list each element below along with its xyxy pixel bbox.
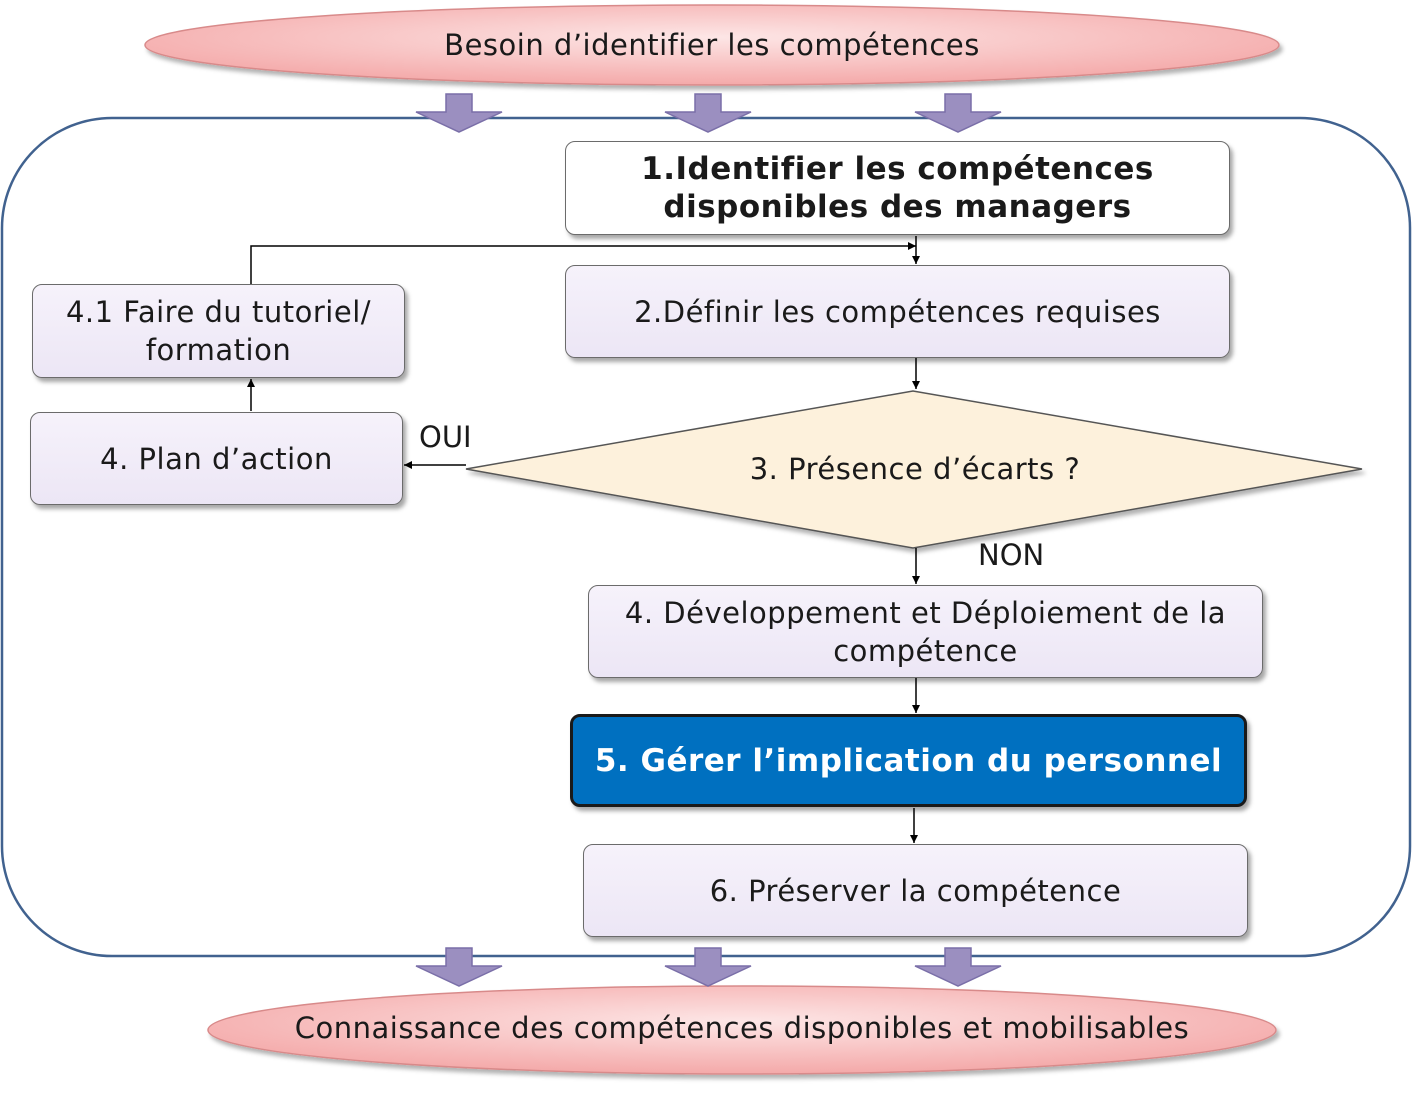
block-arrow-bottom-right [914, 947, 1002, 987]
step3-decision-label: 3. Présence d’écarts ? [749, 452, 1081, 486]
step41-label: 4.1 Faire du tutoriel/ formation [65, 295, 372, 367]
output-ellipse-label: Connaissance des compétences disponibles… [294, 1011, 1190, 1045]
step2-define-box[interactable]: 2.Définir les compétences requises [565, 265, 1230, 358]
block-arrow-top-middle [664, 93, 752, 133]
step4-plan-label: 4. Plan d’action [100, 441, 333, 476]
block-arrow-top-right [914, 93, 1002, 133]
step4-development-label: 4. Développement et Déploiement de la co… [624, 595, 1227, 668]
decision-diamond [465, 390, 1363, 549]
step1-label: 1.Identifier les compétences disponibles… [641, 151, 1154, 225]
input-ellipse-label: Besoin d’identifier les compétences [444, 28, 980, 62]
output-ellipse [207, 985, 1277, 1075]
step41-training-box[interactable]: 4.1 Faire du tutoriel/ formation [32, 284, 405, 378]
connector-lines [247, 236, 920, 843]
process-container [0, 116, 1412, 958]
step1-identify-box[interactable]: 1.Identifier les compétences disponibles… [565, 141, 1230, 235]
branch-yes-label: OUI [419, 420, 472, 454]
block-arrow-top-left [415, 93, 503, 133]
block-arrow-bottom-left [415, 947, 503, 987]
step4-plan-box[interactable]: 4. Plan d’action [30, 412, 403, 505]
connector-step41-step2 [250, 242, 916, 284]
bottom-block-arrows [415, 947, 1002, 987]
step2-label: 2.Définir les compétences requises [634, 294, 1161, 329]
top-block-arrows [415, 93, 1002, 133]
step5-label: 5. Gérer l’implication du personnel [594, 742, 1223, 779]
step5-involvement-box[interactable]: 5. Gérer l’implication du personnel [570, 714, 1247, 807]
branch-no-label: NON [978, 538, 1045, 572]
step6-label: 6. Préserver la compétence [709, 873, 1122, 908]
step6-preserve-box[interactable]: 6. Préserver la compétence [583, 844, 1248, 937]
step4-development-box[interactable]: 4. Développement et Déploiement de la co… [588, 585, 1263, 678]
input-ellipse [144, 4, 1280, 86]
block-arrow-bottom-middle [664, 947, 752, 987]
